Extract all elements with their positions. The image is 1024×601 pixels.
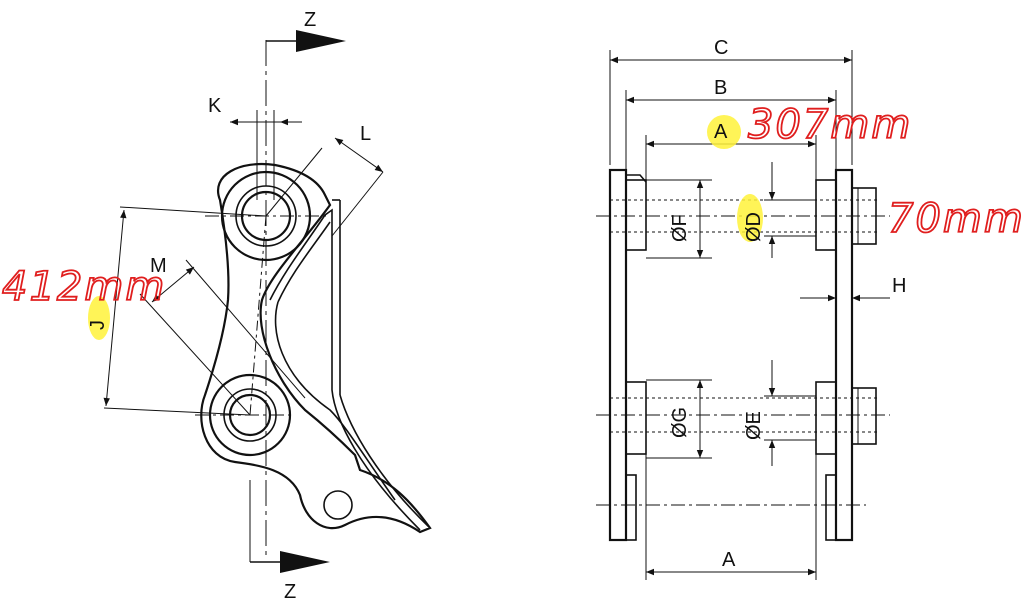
handwritten-a-value: 307mm <box>748 102 912 148</box>
highlight-j <box>88 296 110 340</box>
right-plate <box>834 168 854 542</box>
highlight-d <box>737 194 763 242</box>
z-arrow-top <box>296 30 346 52</box>
label-z-bottom: Z <box>284 581 296 601</box>
label-k: K <box>208 95 222 117</box>
small-hole <box>323 490 353 520</box>
front-view: C B A 307mm A ØF ØG ØD 70mm <box>596 37 1024 580</box>
label-c: C <box>714 37 728 59</box>
label-m: M <box>150 255 167 277</box>
side-view: K L M J 412mm <box>1 30 432 573</box>
label-f: ØF <box>669 214 691 242</box>
label-d: ØD <box>743 212 765 242</box>
handwritten-d-value: 70mm <box>888 196 1024 242</box>
label-g: ØG <box>669 407 691 438</box>
label-a-top: A <box>714 121 728 143</box>
label-e: ØE <box>743 411 765 440</box>
left-plate <box>608 168 628 542</box>
highlight-a <box>707 115 741 149</box>
z-arrow-bottom <box>280 551 330 573</box>
right-boss-bottom <box>851 387 877 445</box>
label-z-top: Z <box>304 9 316 31</box>
label-j: J <box>87 320 109 330</box>
label-h: H <box>892 275 906 297</box>
label-a-bottom: A <box>722 549 736 571</box>
handwritten-j-value: 412mm <box>2 264 166 310</box>
label-l: L <box>360 123 371 145</box>
label-b: B <box>714 77 727 99</box>
